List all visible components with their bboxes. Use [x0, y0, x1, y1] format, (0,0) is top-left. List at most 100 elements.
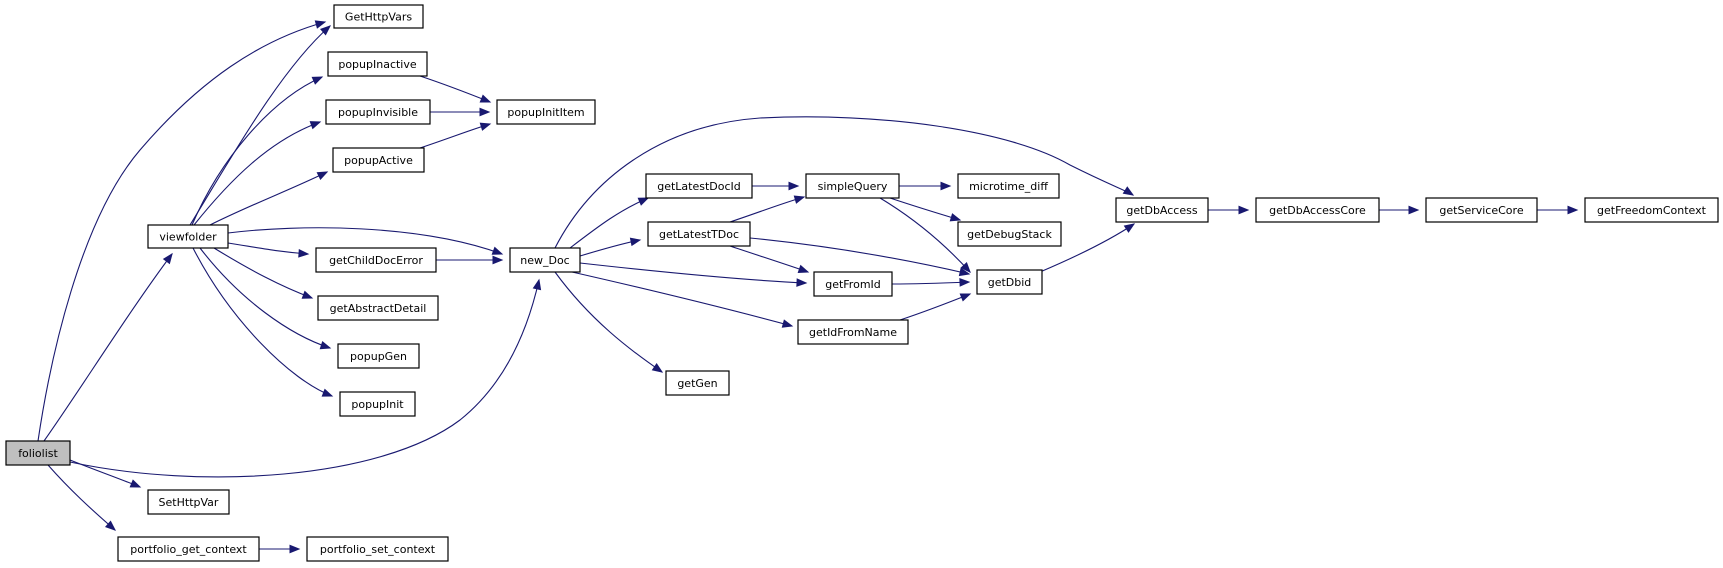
edge-line — [191, 76, 323, 226]
node-box — [1584, 197, 1719, 223]
arrowhead — [491, 246, 504, 255]
edge-line — [227, 227, 503, 255]
node-popupInit[interactable]: popupInit — [339, 391, 416, 417]
edge-viewfolder-to-popupInactive — [191, 76, 324, 226]
edge-getChildDocError-to-new_Doc — [436, 255, 504, 265]
edge-line — [879, 197, 971, 273]
edge-popupActive-to-popupInitItem — [419, 122, 492, 149]
node-label: new_Doc — [520, 254, 569, 267]
node-label: getDbAccessCore — [1269, 204, 1366, 217]
node-popupInitItem[interactable]: popupInitItem — [496, 99, 596, 125]
node-label: getGen — [677, 377, 717, 390]
node-label: simpleQuery — [818, 180, 888, 193]
node-getFromId[interactable]: getFromId — [813, 271, 893, 297]
node-box — [147, 489, 230, 515]
node-simpleQuery[interactable]: simpleQuery — [805, 173, 900, 199]
arrowhead — [959, 293, 972, 302]
edge-foliolist-to-GetHttpVars — [37, 20, 327, 442]
node-label: microtime_diff — [969, 180, 1048, 193]
arrowhead — [949, 213, 962, 222]
edge-new_Doc-to-getGen — [554, 271, 664, 373]
arrowhead — [637, 197, 650, 206]
node-label: popupGen — [350, 350, 407, 363]
node-getDbid[interactable]: getDbid — [976, 269, 1043, 295]
node-box — [332, 147, 425, 173]
arrowhead — [1123, 223, 1136, 233]
edge-line — [579, 262, 807, 284]
node-getDebugStack[interactable]: getDebugStack — [957, 221, 1062, 247]
node-box — [647, 221, 751, 247]
node-GetHttpVars[interactable]: GetHttpVars — [333, 4, 424, 29]
arrowhead — [797, 264, 810, 273]
arrowhead — [319, 340, 332, 350]
arrowhead — [316, 171, 329, 181]
node-viewfolder[interactable]: viewfolder — [147, 224, 229, 249]
arrowhead — [314, 20, 327, 29]
edge-getDbid-to-getDbAccess — [1039, 223, 1136, 273]
node-getDbAccess[interactable]: getDbAccess — [1115, 197, 1209, 223]
node-getChildDocError[interactable]: getChildDocError — [315, 247, 437, 273]
edge-getServiceCore-to-getFreedomContext — [1536, 205, 1579, 215]
node-box — [957, 221, 1062, 247]
node-foliolist[interactable]: foliolist — [5, 440, 71, 466]
node-box — [5, 440, 71, 466]
edge-new_Doc-to-getLatestTDoc — [579, 237, 642, 257]
edge-line — [227, 242, 309, 255]
node-label: getDbid — [988, 276, 1032, 289]
node-popupInactive[interactable]: popupInactive — [327, 51, 428, 77]
edge-viewfolder-to-getAbstractDetail — [213, 247, 314, 299]
node-popupGen[interactable]: popupGen — [337, 343, 420, 369]
edge-line — [554, 116, 1134, 249]
node-portfolio_set_context[interactable]: portfolio_set_context — [306, 536, 449, 562]
node-box — [315, 247, 437, 273]
node-box — [339, 391, 416, 417]
node-label: SetHttpVar — [159, 496, 219, 509]
node-box — [325, 99, 431, 125]
node-getServiceCore[interactable]: getServiceCore — [1425, 197, 1538, 223]
edge-getLatestTDoc-to-simpleQuery — [729, 195, 806, 223]
node-label: popupInitItem — [507, 106, 584, 119]
node-getAbstractDetail[interactable]: getAbstractDetail — [317, 295, 439, 321]
node-portfolio_get_context[interactable]: portfolio_get_context — [117, 536, 260, 562]
node-new_Doc[interactable]: new_Doc — [509, 247, 581, 273]
node-getLatestDocId[interactable]: getLatestDocId — [645, 173, 753, 199]
node-label: getChildDocError — [329, 254, 423, 267]
arrowhead — [532, 278, 542, 291]
edge-viewfolder-to-getChildDocError — [227, 242, 310, 258]
node-box — [1425, 197, 1538, 223]
node-SetHttpVar[interactable]: SetHttpVar — [147, 489, 230, 515]
node-box — [645, 173, 753, 199]
arrowhead — [311, 76, 324, 85]
edge-line — [189, 25, 331, 226]
edge-line — [209, 171, 328, 226]
node-getIdFromName[interactable]: getIdFromName — [797, 319, 909, 345]
edge-viewfolder-to-popupInvisible — [193, 121, 322, 226]
arrowhead — [309, 121, 322, 130]
edge-new_Doc-to-getFromId — [579, 262, 808, 287]
edge-viewfolder-to-GetHttpVars — [189, 25, 332, 226]
edge-viewfolder-to-popupGen — [199, 247, 332, 350]
node-label: getFreedomContext — [1597, 204, 1707, 217]
edge-viewfolder-to-popupInit — [192, 247, 334, 397]
edge-line — [419, 123, 491, 149]
node-getLatestTDoc[interactable]: getLatestTDoc — [647, 221, 751, 247]
arrowhead — [479, 122, 492, 131]
node-label: popupActive — [344, 154, 413, 167]
edge-line — [192, 247, 333, 397]
node-popupInvisible[interactable]: popupInvisible — [325, 99, 431, 125]
node-label: viewfolder — [159, 231, 217, 244]
edge-line — [899, 293, 971, 321]
arrowhead — [1408, 205, 1420, 215]
node-label: portfolio_set_context — [320, 543, 436, 556]
node-box — [797, 319, 909, 345]
node-getFreedomContext[interactable]: getFreedomContext — [1584, 197, 1719, 223]
edge-line — [419, 75, 491, 103]
node-box — [957, 173, 1060, 199]
arrowhead — [301, 290, 314, 299]
arrowhead — [781, 319, 794, 328]
node-microtime_diff[interactable]: microtime_diff — [957, 173, 1060, 199]
node-getGen[interactable]: getGen — [665, 370, 730, 396]
node-popupActive[interactable]: popupActive — [332, 147, 425, 173]
edge-viewfolder-to-new_Doc — [227, 227, 504, 255]
node-getDbAccessCore[interactable]: getDbAccessCore — [1255, 197, 1380, 223]
